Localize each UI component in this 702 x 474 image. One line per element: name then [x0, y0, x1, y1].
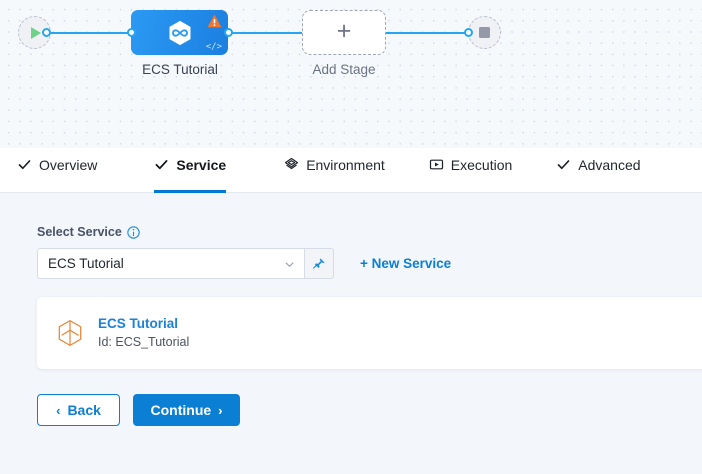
tab-environment-label: Environment	[306, 156, 385, 173]
pipeline-end-node[interactable]	[468, 16, 501, 49]
stop-icon	[479, 27, 490, 38]
layers-icon	[284, 157, 299, 172]
pin-icon	[313, 257, 325, 269]
tab-execution[interactable]: Execution	[429, 148, 512, 192]
tab-advanced[interactable]: Advanced	[556, 148, 641, 192]
tab-service[interactable]: Service	[154, 148, 227, 193]
chevron-down-icon	[284, 258, 295, 269]
continue-button[interactable]: Continue ›	[133, 394, 240, 426]
connector-dot[interactable]	[127, 28, 136, 37]
pipeline-edge	[386, 32, 472, 34]
pipeline-edge	[45, 32, 131, 34]
back-button[interactable]: ‹ Back	[37, 394, 120, 426]
service-card-id: Id: ECS_Tutorial	[98, 334, 190, 349]
tab-overview[interactable]: Overview	[17, 148, 97, 192]
service-select[interactable]: ECS Tutorial	[37, 248, 305, 279]
pipeline-edge	[228, 32, 302, 34]
check-icon	[556, 157, 571, 172]
continue-button-label: Continue	[150, 402, 212, 418]
service-tab-panel: Select Service ECS Tutorial + New S	[0, 193, 702, 474]
pin-button[interactable]	[305, 248, 334, 279]
select-service-label-text: Select Service	[37, 225, 122, 239]
select-service-row: ECS Tutorial + New Service	[37, 248, 702, 279]
add-stage-label: Add Stage	[312, 62, 376, 77]
stage-node-ecs-tutorial[interactable]: </>	[131, 10, 228, 55]
code-brackets-icon[interactable]: </>	[205, 42, 222, 52]
play-icon	[31, 26, 41, 39]
plus-icon: +	[336, 17, 352, 45]
info-icon[interactable]	[127, 225, 140, 239]
chevron-left-icon: ‹	[56, 402, 61, 418]
connector-dot[interactable]	[42, 28, 51, 37]
connector-dot[interactable]	[224, 28, 233, 37]
pipeline-canvas[interactable]: </> ECS Tutorial + Add Stage	[0, 0, 702, 148]
wizard-footer: ‹ Back Continue ›	[37, 394, 240, 426]
tab-service-label: Service	[176, 156, 227, 173]
harness-hex-icon	[169, 20, 190, 45]
stage-tabbar: Overview Service Environment Execution	[0, 148, 702, 193]
stage-node-label: ECS Tutorial	[142, 62, 218, 77]
tab-advanced-label: Advanced	[578, 156, 641, 173]
connector-dot[interactable]	[464, 28, 473, 37]
tab-execution-label: Execution	[450, 156, 513, 173]
warning-triangle-icon[interactable]	[207, 14, 222, 28]
check-icon	[17, 157, 32, 172]
check-icon	[154, 157, 169, 172]
new-service-button[interactable]: + New Service	[360, 256, 452, 271]
back-button-label: Back	[67, 402, 101, 418]
tab-overview-label: Overview	[39, 156, 98, 173]
cube-icon	[58, 319, 82, 347]
tab-environment[interactable]: Environment	[284, 148, 385, 192]
service-card-title[interactable]: ECS Tutorial	[98, 316, 179, 332]
service-select-value: ECS Tutorial	[48, 256, 124, 271]
play-box-icon	[429, 157, 444, 172]
service-card[interactable]: ECS Tutorial Id: ECS_Tutorial	[37, 297, 702, 369]
select-service-label: Select Service	[37, 225, 702, 239]
add-stage-button[interactable]: +	[302, 10, 386, 55]
chevron-right-icon: ›	[218, 402, 223, 418]
